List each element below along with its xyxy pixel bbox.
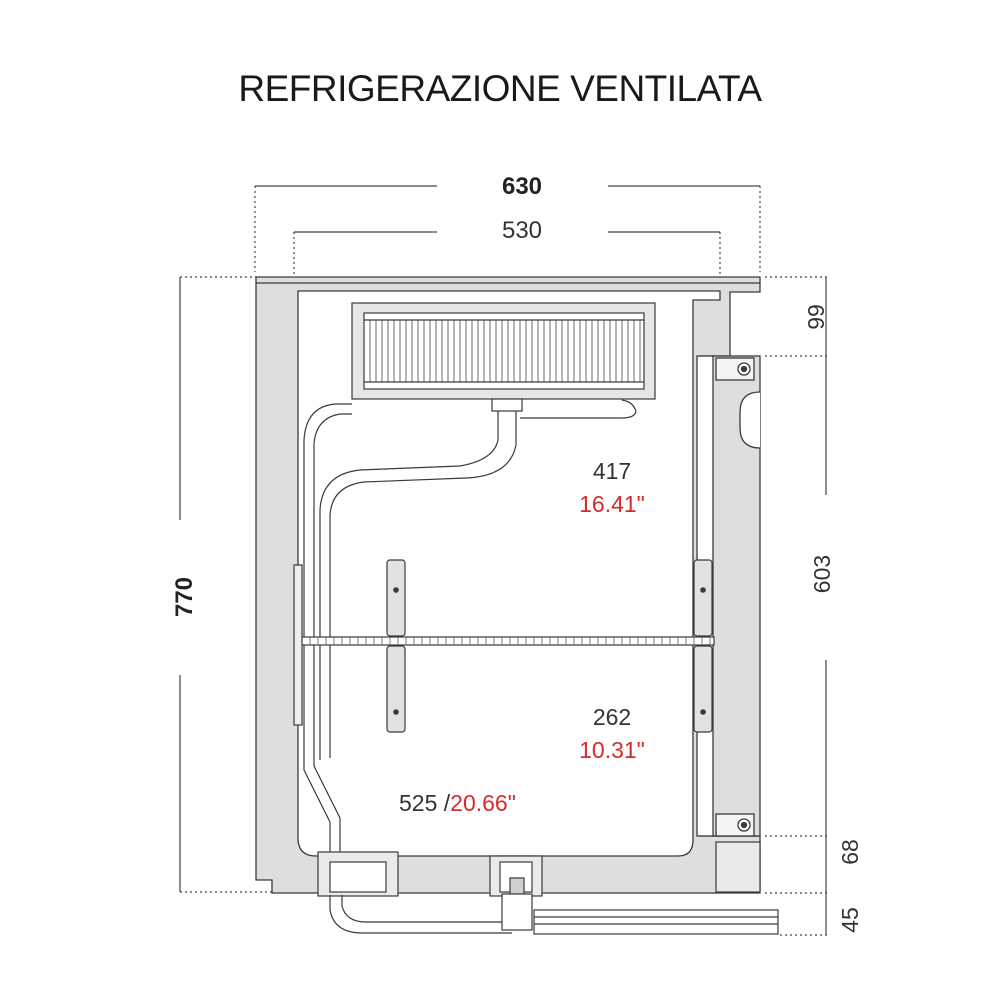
dim-depth-mm: 525 /: [399, 790, 451, 816]
dim-top-section: 99: [803, 304, 829, 330]
dim-outer-width: 630: [502, 173, 542, 200]
dim-lower-mm: 262: [593, 704, 631, 730]
dim-base-section: 68: [837, 839, 863, 865]
base-drain: [317, 841, 779, 935]
dim-upper-mm: 417: [593, 458, 631, 484]
drain-pipes: [303, 398, 637, 856]
page-title: REFRIGERAZIONE VENTILATA: [238, 68, 762, 109]
dim-feet: 45: [837, 907, 863, 933]
dim-upper-in: 16.41": [579, 491, 645, 517]
shelf: [297, 636, 715, 646]
shelf-supports: [293, 559, 713, 733]
dim-depth-in: 20.66": [450, 790, 516, 816]
dim-door-height: 603: [809, 555, 835, 593]
dim-depth: 525 /20.66": [399, 790, 516, 816]
dim-total-height: 770: [171, 577, 198, 617]
dim-inner-width: 530: [502, 217, 542, 244]
dim-lower-in: 10.31": [579, 737, 645, 763]
evaporator-unit: [351, 302, 656, 400]
